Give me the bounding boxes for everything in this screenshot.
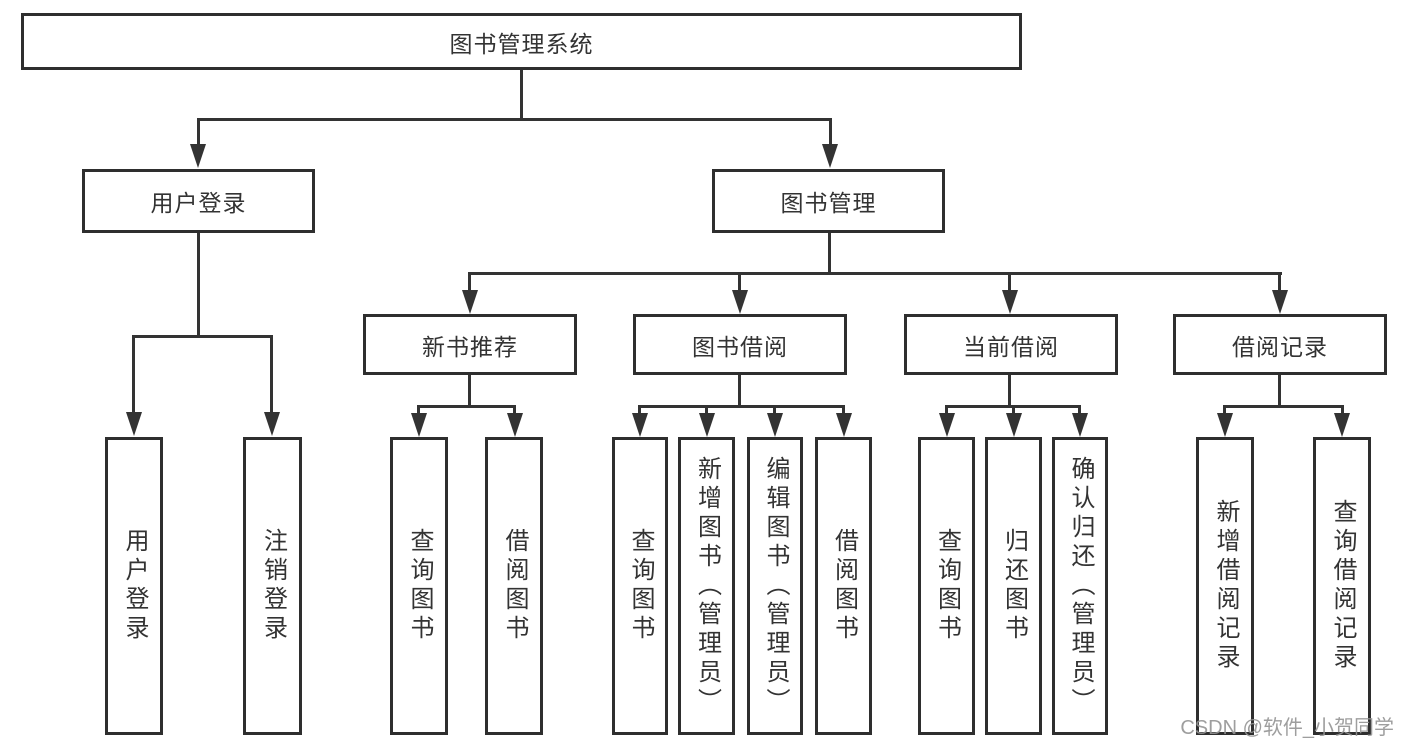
node-current-borrow: 当前借阅 <box>904 314 1118 375</box>
node-borrow-records: 借阅记录 <box>1173 314 1387 375</box>
connector-line <box>468 275 471 291</box>
arrow-down-icon <box>126 412 142 436</box>
arrow-down-icon <box>939 413 955 437</box>
arrow-down-icon <box>1072 413 1088 437</box>
connector-line <box>738 275 741 291</box>
leaf-query-books-2-label: 查询图书 <box>627 528 654 644</box>
arrow-down-icon <box>1006 413 1022 437</box>
leaf-add-books-admin-label: 新增图书（管理员） <box>693 455 721 717</box>
connector-line <box>773 405 776 415</box>
connector-line <box>132 335 273 338</box>
leaf-query-books-3: 查询图书 <box>918 437 975 735</box>
leaf-edit-books-admin-label: 编辑图书（管理员） <box>762 455 789 717</box>
leaf-query-books-2: 查询图书 <box>612 437 668 735</box>
connector-line <box>1278 375 1281 408</box>
connector-line <box>1012 405 1015 415</box>
node-current-borrow-label: 当前借阅 <box>963 333 1059 360</box>
node-root: 图书管理系统 <box>21 13 1022 70</box>
connector-line <box>197 118 832 121</box>
node-new-book-recommend: 新书推荐 <box>363 314 577 375</box>
leaf-borrow-books-1-label: 借阅图书 <box>501 528 528 644</box>
arrow-down-icon <box>836 413 852 437</box>
connector-line <box>468 272 1282 275</box>
connector-line <box>945 405 948 415</box>
leaf-borrow-books-1: 借阅图书 <box>485 437 543 735</box>
connector-line <box>738 375 741 408</box>
node-book-management-label: 图书管理 <box>780 190 877 216</box>
arrow-down-icon <box>507 413 523 437</box>
node-user-login-label: 用户登录 <box>150 190 247 216</box>
connector-line <box>705 405 708 415</box>
connector-line <box>132 338 135 415</box>
arrow-down-icon <box>462 290 478 314</box>
leaf-add-books-admin: 新增图书（管理员） <box>678 437 735 735</box>
leaf-query-books-1-label: 查询图书 <box>406 528 433 644</box>
leaf-edit-books-admin: 编辑图书（管理员） <box>747 437 803 735</box>
csdn-watermark: CSDN @软件_小贺同学 <box>1180 717 1394 739</box>
leaf-query-books-3-label: 查询图书 <box>933 528 961 644</box>
arrow-down-icon <box>767 413 783 437</box>
arrow-down-icon <box>699 413 715 437</box>
node-new-book-recommend-label: 新书推荐 <box>422 333 518 360</box>
arrow-down-icon <box>1217 413 1233 437</box>
connector-line <box>468 375 471 408</box>
connector-line <box>1278 275 1281 291</box>
node-user-login: 用户登录 <box>82 169 315 233</box>
leaf-confirm-return-admin: 确认归还（管理员） <box>1052 437 1108 735</box>
connector-line <box>197 121 200 146</box>
connector-line <box>1078 405 1081 415</box>
connector-line <box>270 338 273 415</box>
connector-line <box>417 405 516 408</box>
connector-line <box>417 405 420 415</box>
leaf-add-borrow-record-label: 新增借阅记录 <box>1212 499 1239 673</box>
node-book-borrow-label: 图书借阅 <box>692 333 788 360</box>
leaf-query-borrow-record-label: 查询借阅记录 <box>1329 499 1356 673</box>
node-book-borrow: 图书借阅 <box>633 314 847 375</box>
arrow-down-icon <box>1334 413 1350 437</box>
leaf-borrow-books-2-label: 借阅图书 <box>830 528 858 644</box>
leaf-return-books-label: 归还图书 <box>1000 528 1028 644</box>
arrow-down-icon <box>264 412 280 436</box>
arrow-down-icon <box>1272 290 1288 314</box>
arrow-down-icon <box>1002 290 1018 314</box>
connector-line <box>197 233 200 338</box>
leaf-return-books: 归还图书 <box>985 437 1042 735</box>
connector-line <box>842 405 845 415</box>
connector-line <box>1008 375 1011 408</box>
leaf-user-login-label: 用户登录 <box>121 528 148 644</box>
leaf-logout: 注销登录 <box>243 437 302 735</box>
leaf-user-login: 用户登录 <box>105 437 163 735</box>
connector-line <box>513 405 516 415</box>
arrow-down-icon <box>632 413 648 437</box>
leaf-query-books-1: 查询图书 <box>390 437 448 735</box>
connector-line <box>638 405 641 415</box>
node-borrow-records-label: 借阅记录 <box>1232 333 1328 360</box>
node-root-label: 图书管理系统 <box>449 30 594 57</box>
leaf-add-borrow-record: 新增借阅记录 <box>1196 437 1254 735</box>
connector-line <box>1008 275 1011 291</box>
leaf-query-borrow-record: 查询借阅记录 <box>1313 437 1371 735</box>
connector-line <box>828 233 831 275</box>
connector-line <box>1341 405 1344 415</box>
arrow-down-icon <box>190 144 206 168</box>
leaf-borrow-books-2: 借阅图书 <box>815 437 872 735</box>
connector-line <box>829 121 832 146</box>
connector-line <box>1223 405 1226 415</box>
leaf-confirm-return-admin-label: 确认归还（管理员） <box>1067 455 1094 717</box>
arrow-down-icon <box>411 413 427 437</box>
connector-line <box>638 405 845 408</box>
leaf-logout-label: 注销登录 <box>259 528 287 644</box>
arrow-down-icon <box>822 144 838 168</box>
connector-line <box>1223 405 1344 408</box>
arrow-down-icon <box>732 290 748 314</box>
connector-line <box>520 70 523 121</box>
node-book-management: 图书管理 <box>712 169 945 233</box>
